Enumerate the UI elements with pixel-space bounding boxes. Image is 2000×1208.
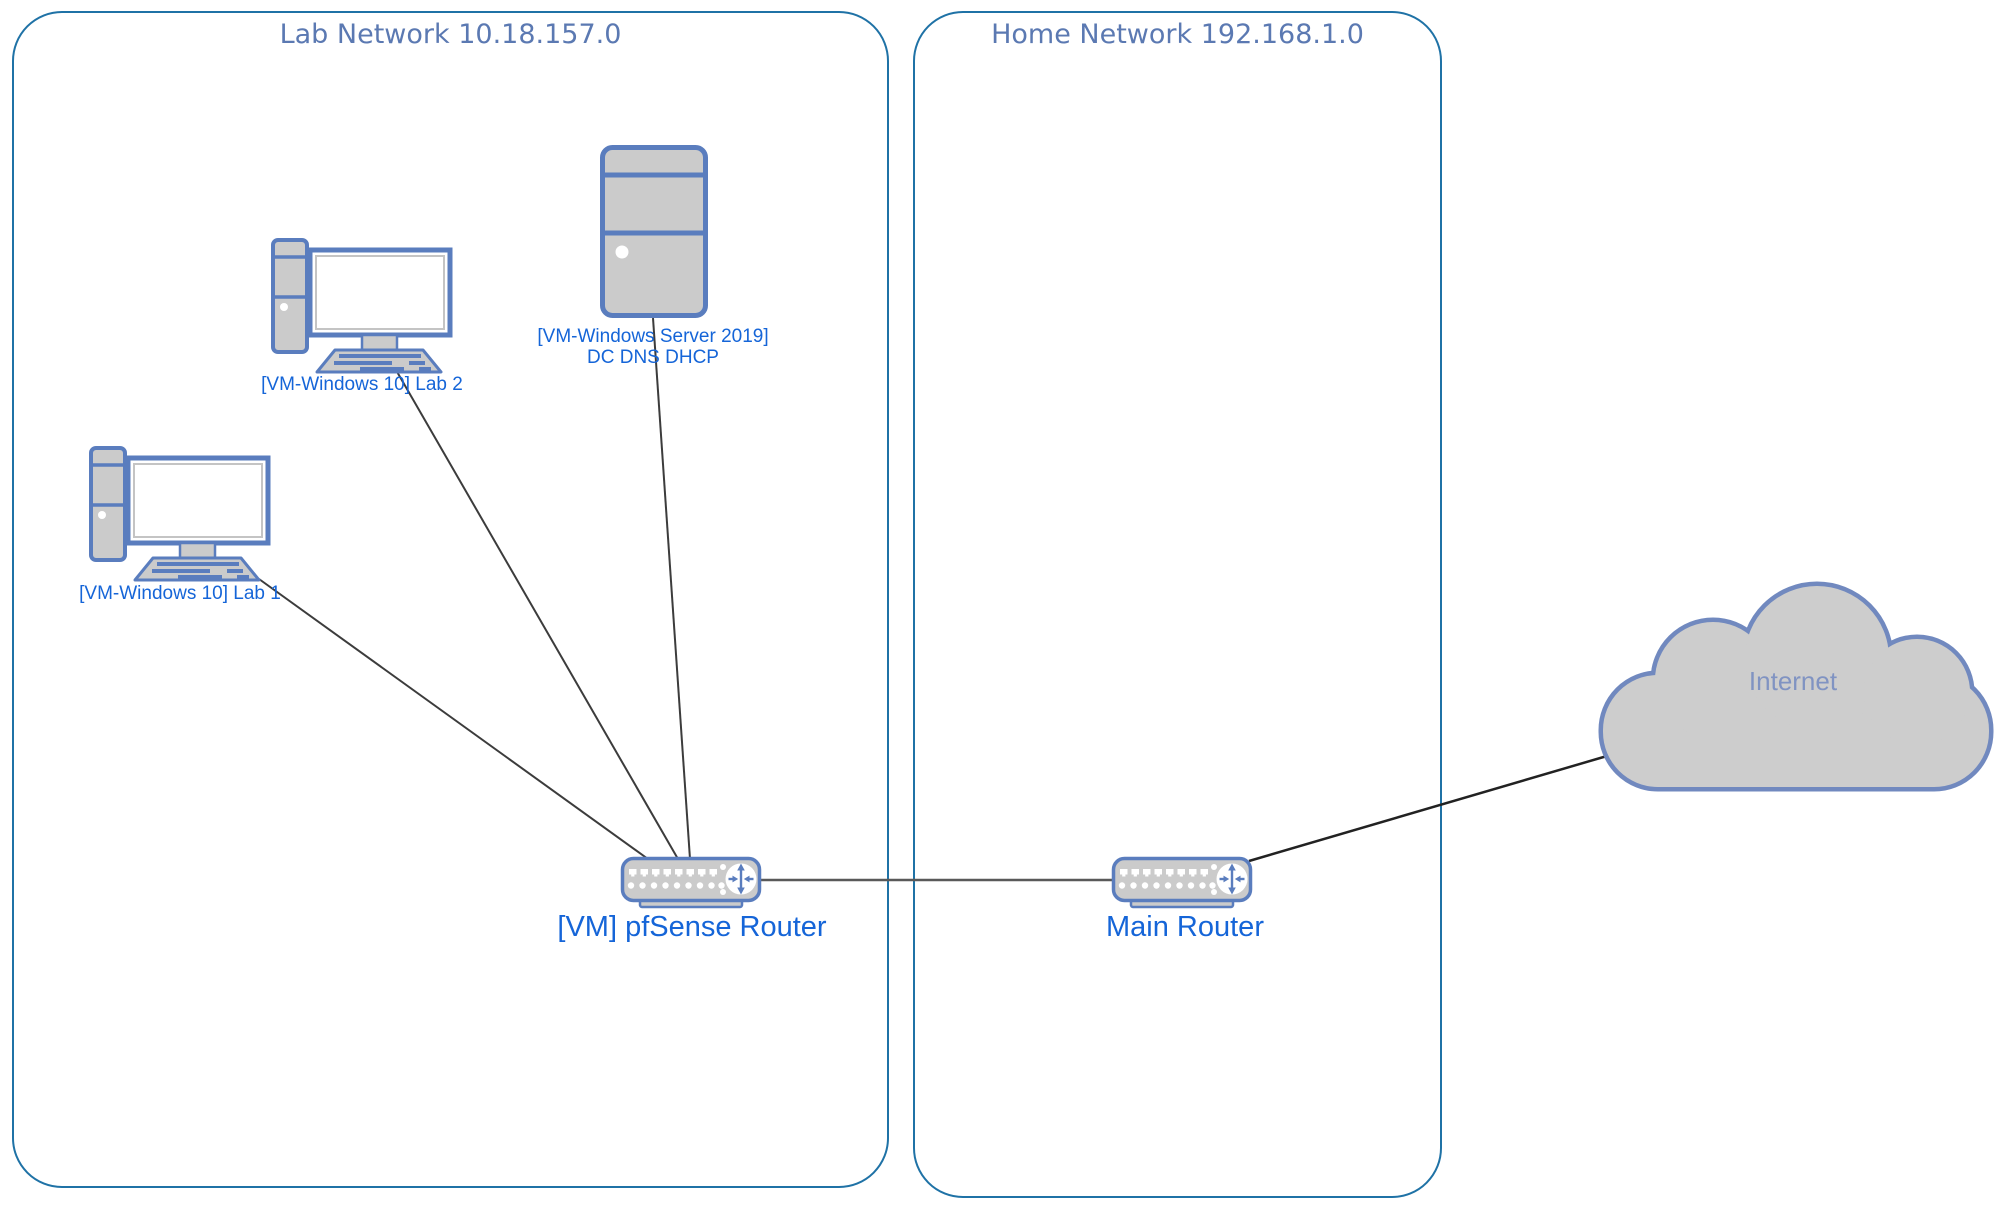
server-label-line1: [VM-Windows Server 2019] <box>537 326 769 347</box>
container-home-network: Home Network 192.168.1.0 <box>913 11 1442 1198</box>
edge-main-router-internet <box>1248 754 1608 863</box>
router-icon-pfsense <box>620 856 762 909</box>
internet-label: Internet <box>1748 666 1838 696</box>
lab1-label: [VM-Windows 10] Lab 1 <box>79 583 281 604</box>
edge-server-pfsense <box>652 317 691 860</box>
cloud-icon <box>1598 581 1994 792</box>
lab2-label: [VM-Windows 10] Lab 2 <box>261 374 463 395</box>
server-label: [VM-Windows Server 2019] DC DNS DHCP <box>513 326 793 369</box>
home-network-title: Home Network 192.168.1.0 <box>991 19 1364 50</box>
workstation-icon-lab2 <box>273 240 450 372</box>
workstation-icon-lab1 <box>91 448 268 580</box>
edge-lab1-pfsense <box>258 578 649 860</box>
router-icon-main <box>1111 856 1253 909</box>
edge-lab2-pfsense <box>395 369 679 860</box>
pfsense-router-label: [VM] pfSense Router <box>557 911 827 943</box>
server-icon <box>600 145 708 318</box>
server-label-line2: DC DNS DHCP <box>587 347 719 369</box>
lab-network-title: Lab Network 10.18.157.0 <box>279 19 622 50</box>
container-lab-network: Lab Network 10.18.157.0 <box>12 11 889 1188</box>
main-router-label: Main Router <box>1106 911 1264 943</box>
